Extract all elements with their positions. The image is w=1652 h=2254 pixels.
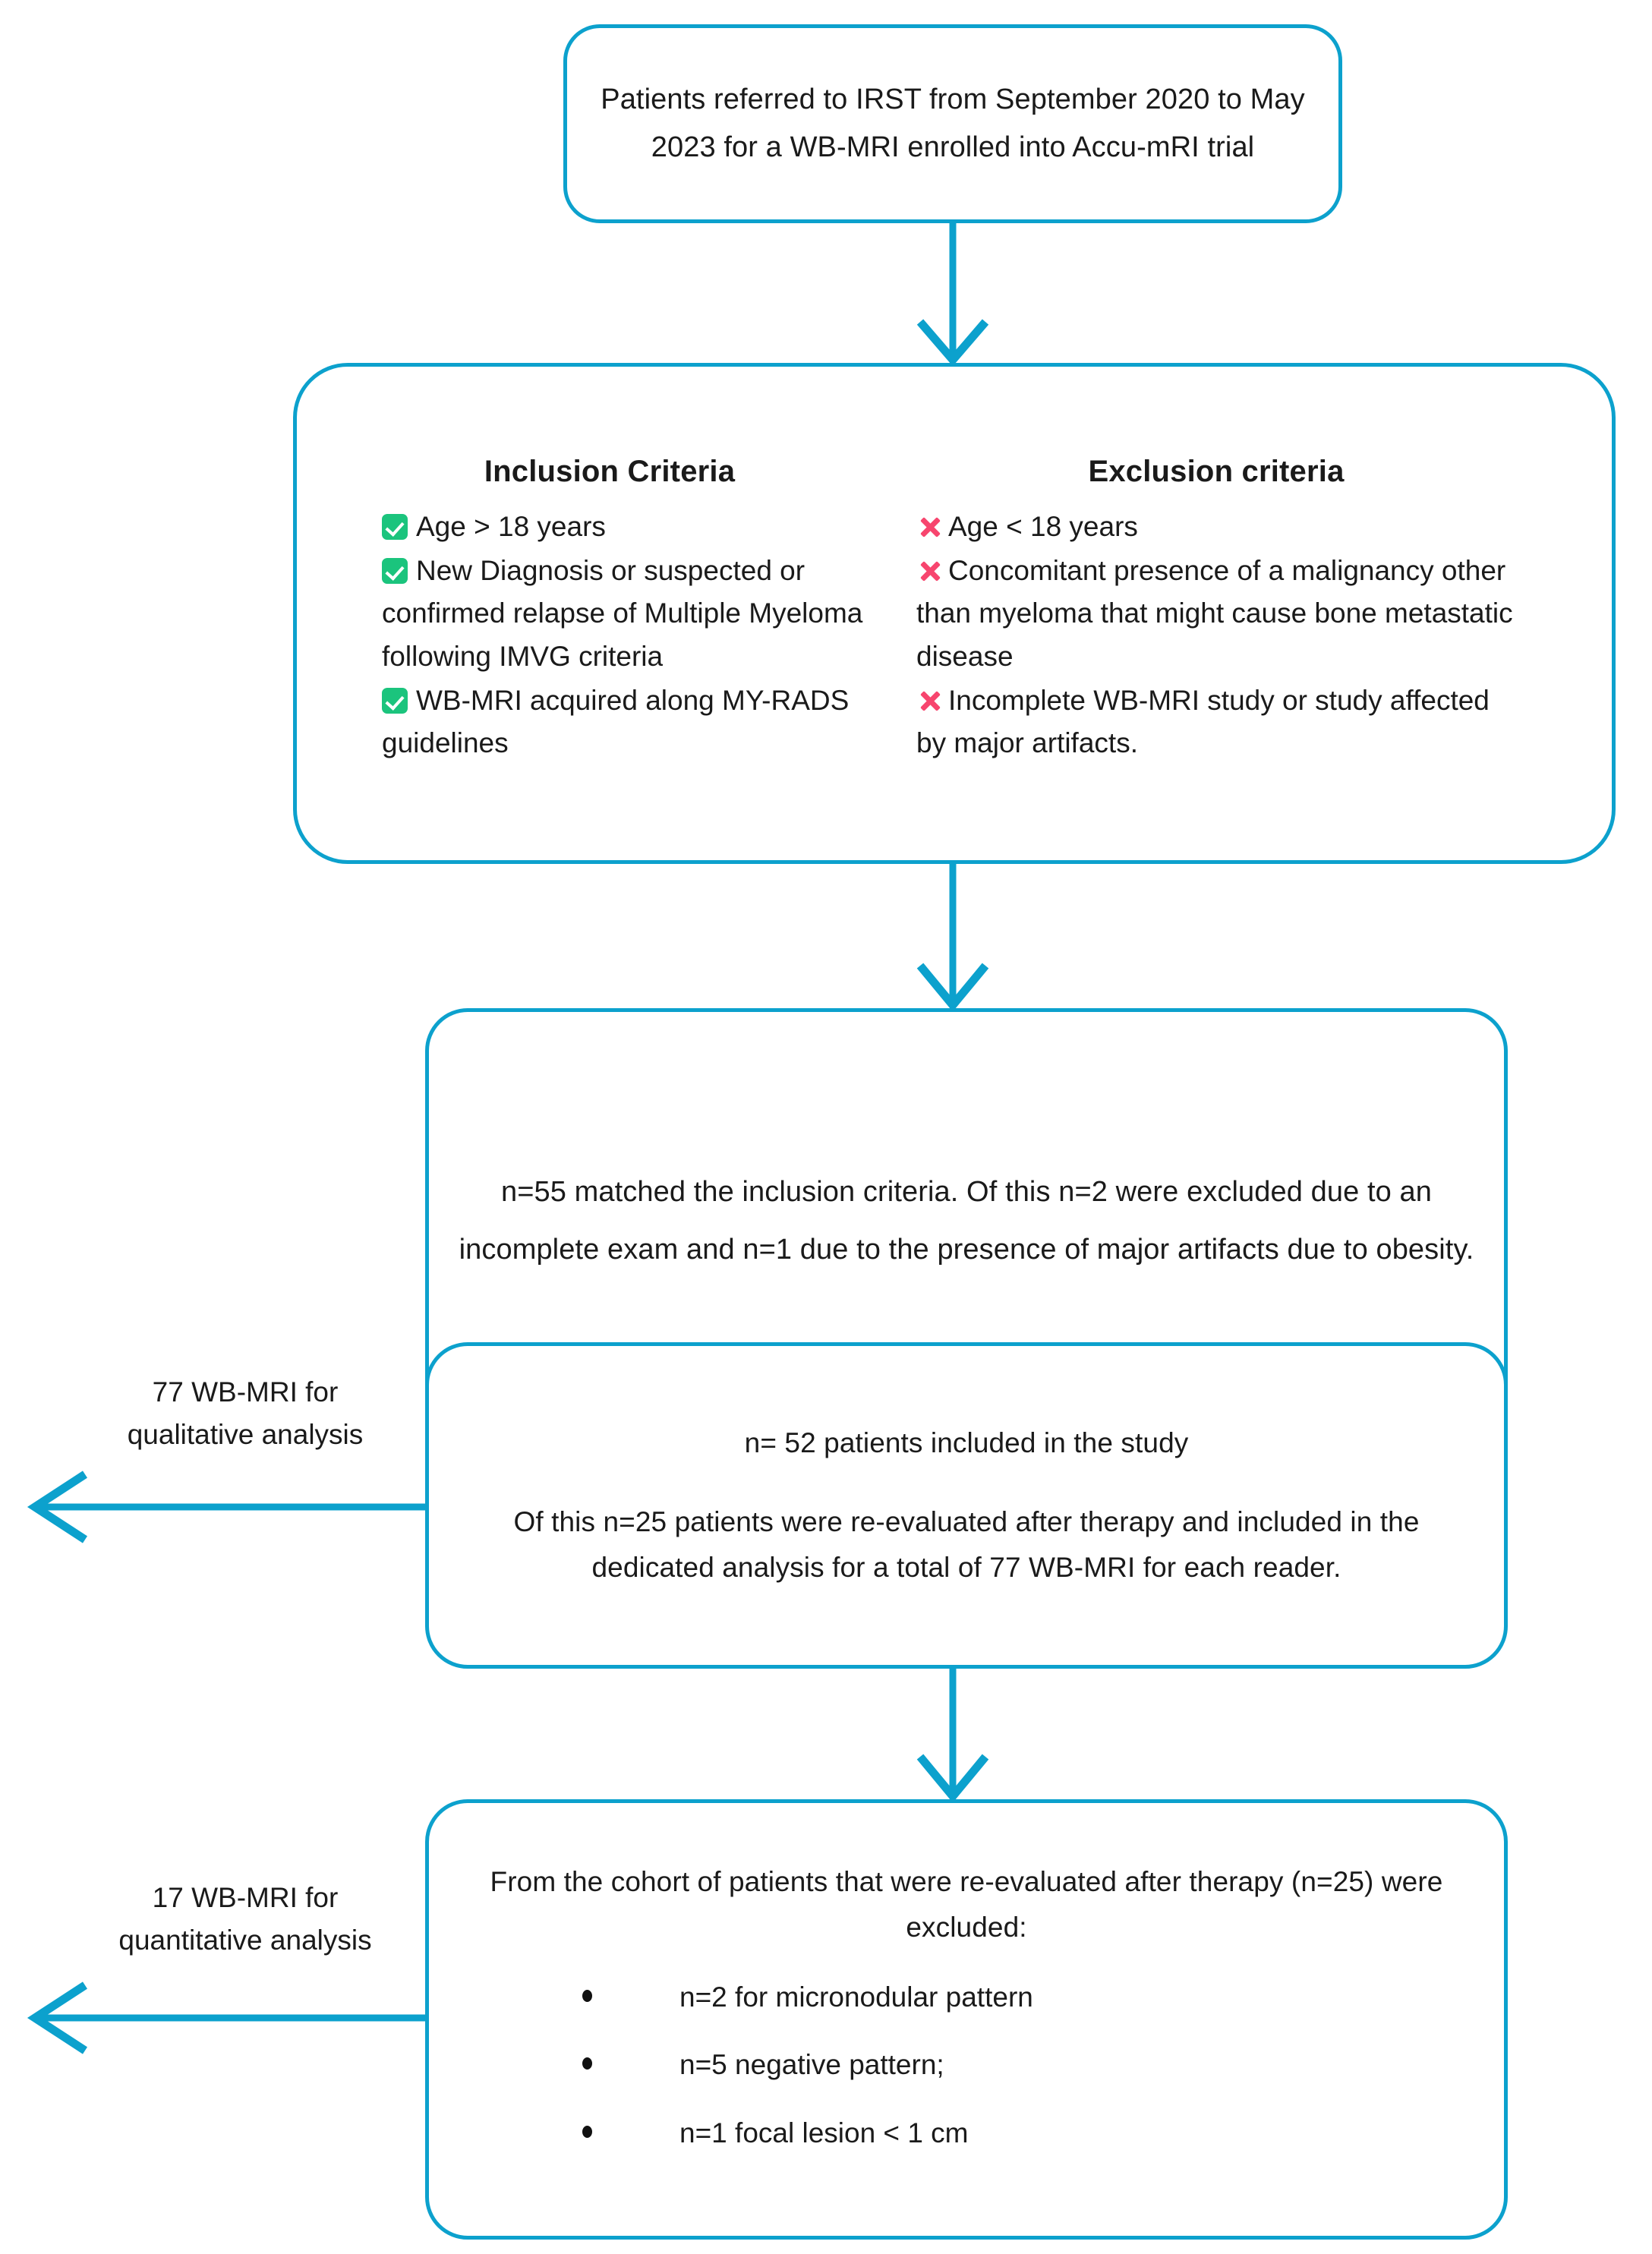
- flow-box-included-patients: n= 52 patients included in the study Of …: [425, 1342, 1508, 1669]
- inclusion-item-label: New Diagnosis or suspected or confirmed …: [382, 555, 863, 672]
- check-icon: [382, 558, 408, 585]
- exclusion-criteria-title: Exclusion criteria: [1088, 454, 1345, 488]
- exclusion-bullet-list: n=2 for micronodular pattern n=5 negativ…: [429, 1976, 1504, 2180]
- inclusion-criteria-item: New Diagnosis or suspected or confirmed …: [382, 550, 883, 678]
- arrow-head-4: [916, 1754, 989, 1803]
- flow-box-criteria: Inclusion Criteria Age > 18 years New Di…: [293, 363, 1616, 864]
- exclusion-criteria-item: Incomplete WB-MRI study or study affecte…: [916, 679, 1516, 764]
- arrow-head-left-2: [27, 1981, 88, 2054]
- check-icon: [382, 513, 408, 540]
- flow-box-1-text: Patients referred to IRST from September…: [601, 83, 1305, 163]
- side-label-qualitative: 77 WB-MRI for qualitative analysis: [127, 1376, 364, 1450]
- check-icon: [382, 687, 408, 714]
- flow-box-4-line2: Of this n=25 patients were re-evaluated …: [513, 1506, 1420, 1583]
- flow-box-excluded-from-cohort: From the cohort of patients that were re…: [425, 1799, 1508, 2240]
- exclusion-item-label: Concomitant presence of a malignancy oth…: [916, 555, 1513, 672]
- list-item: n=2 for micronodular pattern: [429, 1976, 1504, 2019]
- flow-box-3-text: n=55 matched the inclusion criteria. Of …: [459, 1176, 1474, 1266]
- exclusion-criteria-item: Age < 18 years: [916, 506, 1516, 548]
- inclusion-criteria-title: Inclusion Criteria: [484, 454, 736, 488]
- criteria-columns: Inclusion Criteria Age > 18 years New Di…: [297, 455, 1612, 766]
- arrow-head-left-1: [27, 1471, 88, 1543]
- list-item: n=5 negative pattern;: [429, 2044, 1504, 2086]
- inclusion-item-label: WB-MRI acquired along MY-RADS guidelines: [382, 684, 850, 758]
- inclusion-criteria-item: Age > 18 years: [382, 506, 883, 548]
- cross-icon: [916, 513, 944, 541]
- inclusion-item-label: Age > 18 years: [416, 510, 606, 542]
- inclusion-criteria-column: Inclusion Criteria Age > 18 years New Di…: [382, 455, 883, 766]
- flow-box-4-line1: n= 52 patients included in the study: [744, 1427, 1189, 1459]
- flow-box-5-intro: From the cohort of patients that were re…: [490, 1865, 1443, 1943]
- list-item: n=1 focal lesion < 1 cm: [429, 2112, 1504, 2155]
- arrow-head-1: [916, 319, 989, 367]
- arrow-head-2: [916, 963, 989, 1012]
- exclusion-criteria-column: Exclusion criteria Age < 18 years Concom…: [916, 455, 1516, 766]
- flow-box-referred-patients: Patients referred to IRST from September…: [563, 24, 1342, 223]
- side-label-quantitative: 17 WB-MRI for quantitative analysis: [118, 1882, 372, 1956]
- exclusion-item-label: Incomplete WB-MRI study or study affecte…: [916, 684, 1490, 758]
- cross-icon: [916, 687, 944, 714]
- exclusion-item-label: Age < 18 years: [948, 510, 1138, 542]
- cross-icon: [916, 557, 944, 585]
- inclusion-criteria-item: WB-MRI acquired along MY-RADS guidelines: [382, 679, 883, 764]
- exclusion-criteria-item: Concomitant presence of a malignancy oth…: [916, 550, 1516, 678]
